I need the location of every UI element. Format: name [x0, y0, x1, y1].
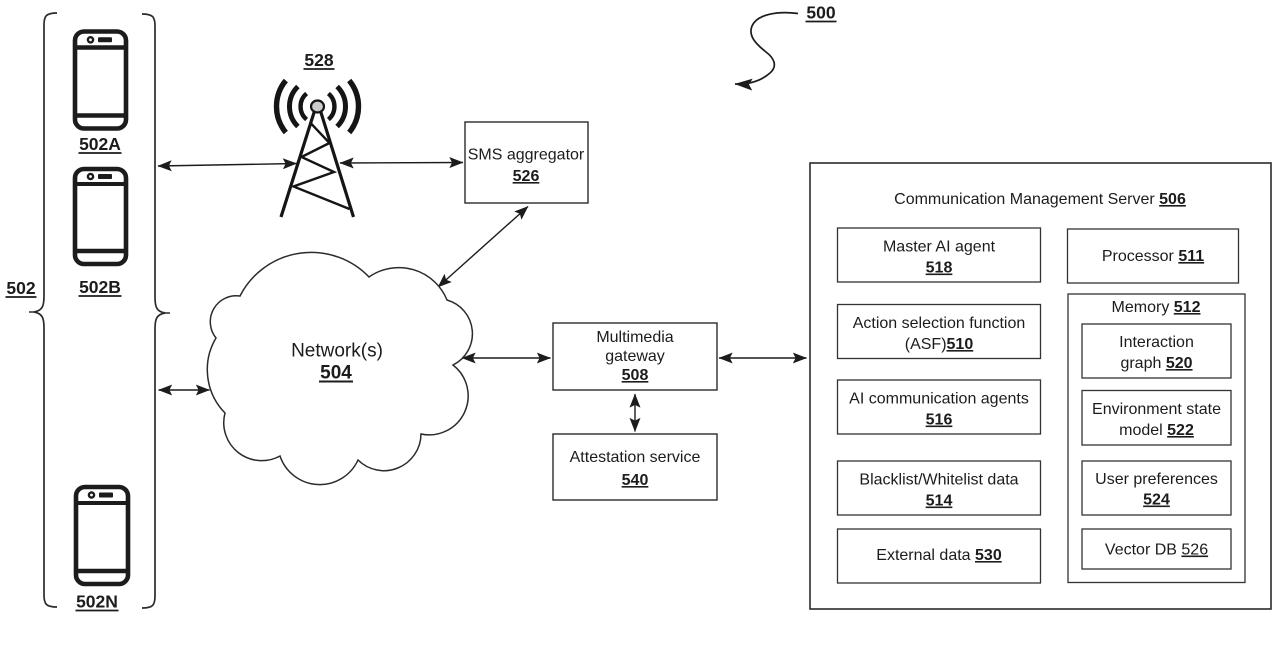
svg-text:Network(s): Network(s) [291, 341, 383, 362]
svg-text:526: 526 [513, 168, 540, 185]
svg-text:Action selection function: Action selection function [853, 315, 1026, 332]
svg-text:Blacklist/Whitelist data: Blacklist/Whitelist data [859, 472, 1018, 489]
svg-text:514: 514 [926, 493, 953, 510]
svg-text:500: 500 [806, 3, 835, 23]
svg-text:User preferences: User preferences [1095, 471, 1218, 488]
svg-text:502: 502 [6, 278, 35, 298]
svg-text:502B: 502B [79, 277, 121, 297]
svg-text:516: 516 [926, 412, 953, 429]
svg-text:Vector DB 526: Vector DB 526 [1105, 542, 1208, 559]
svg-text:540: 540 [622, 472, 649, 489]
svg-text:502N: 502N [76, 592, 118, 612]
svg-text:model 522: model 522 [1119, 422, 1194, 439]
svg-text:518: 518 [926, 260, 953, 277]
svg-text:Environment state: Environment state [1092, 401, 1221, 418]
svg-text:Master AI agent: Master AI agent [883, 239, 996, 256]
svg-text:graph 520: graph 520 [1120, 355, 1192, 372]
svg-text:504: 504 [320, 363, 352, 384]
svg-text:External data 530: External data 530 [876, 547, 1002, 564]
svg-text:Attestation service: Attestation service [570, 449, 701, 466]
svg-text:Memory 512: Memory 512 [1112, 299, 1201, 316]
svg-text:Multimedia: Multimedia [596, 329, 673, 346]
svg-text:508: 508 [622, 367, 649, 384]
svg-text:(ASF)510: (ASF)510 [905, 336, 974, 353]
svg-text:524: 524 [1143, 492, 1170, 509]
svg-text:gateway: gateway [605, 348, 665, 365]
svg-text:Interaction: Interaction [1119, 334, 1194, 351]
svg-text:SMS aggregator: SMS aggregator [468, 147, 585, 164]
svg-text:Processor 511: Processor 511 [1102, 248, 1204, 265]
svg-text:502A: 502A [79, 134, 121, 154]
svg-text:528: 528 [304, 50, 333, 70]
svg-text:Communication Management Serve: Communication Management Server 506 [894, 191, 1186, 208]
svg-text:AI communication agents: AI communication agents [849, 391, 1029, 408]
